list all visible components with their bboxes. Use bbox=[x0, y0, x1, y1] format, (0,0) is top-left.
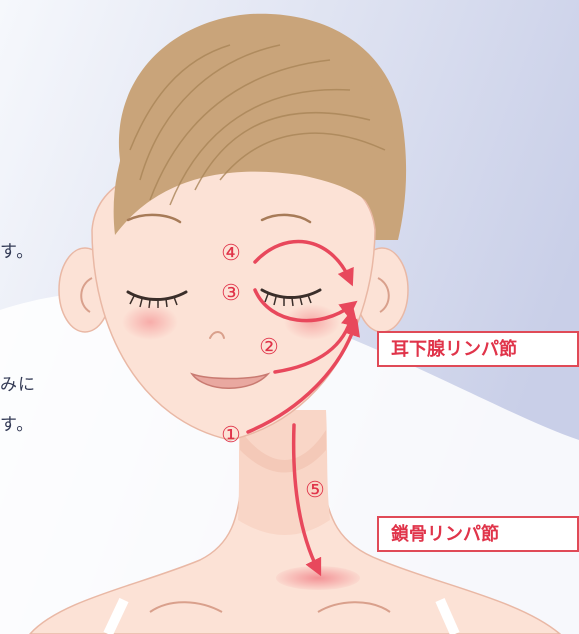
side-text-line-2: みに bbox=[0, 370, 36, 395]
step-number-4: ④ bbox=[218, 243, 244, 265]
label-parotid-lymph-node: 耳下腺リンパ節 bbox=[377, 331, 579, 367]
step-number-5: ⑤ bbox=[302, 480, 328, 502]
step-number-3: ③ bbox=[218, 283, 244, 305]
label-clavicle-lymph-node: 鎖骨リンパ節 bbox=[377, 516, 579, 552]
step-number-2: ② bbox=[256, 337, 282, 359]
side-text-line-3: す。 bbox=[0, 410, 34, 435]
left-cheek bbox=[122, 304, 178, 340]
step-number-1: ① bbox=[218, 425, 244, 447]
side-text-line-1: す。 bbox=[0, 237, 34, 262]
